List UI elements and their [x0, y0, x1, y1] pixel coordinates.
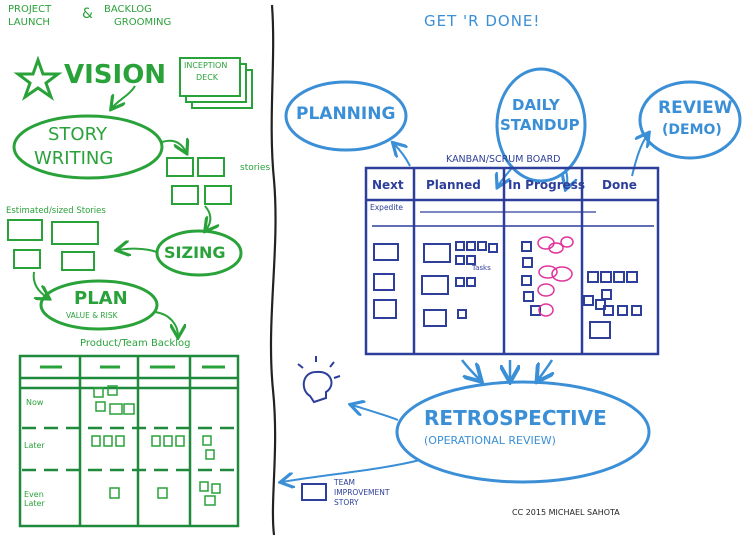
sizing-label: SIZING: [164, 243, 226, 262]
standup-line-2: STANDUP: [500, 116, 580, 134]
credit-text: CC 2015 MICHAEL SAHOTA: [512, 508, 620, 517]
row-even-later: Even Later: [24, 490, 45, 508]
planning-label: PLANNING: [296, 104, 396, 124]
kanban-cards: [373, 241, 642, 339]
arrow-board-to-review: [631, 134, 648, 177]
backlog-title: Product/Team Backlog: [80, 338, 191, 349]
estimated-label: Estimated/sized Stories: [6, 206, 106, 216]
header2-line-2: GROOMING: [114, 17, 172, 28]
stories-label: stories: [240, 163, 271, 173]
plan-label: PLAN: [74, 288, 128, 309]
row-later: Later: [24, 441, 45, 450]
planning-bubble: [284, 80, 408, 152]
story-line-1: STORY: [48, 124, 107, 145]
arrow-stories-to-sizing: [205, 205, 210, 230]
review-line-2: (DEMO): [662, 122, 722, 138]
column-planned: Planned: [426, 178, 481, 192]
panel-divider: [269, 4, 277, 536]
review-bubble: [638, 80, 742, 160]
board-title: KANBAN/SCRUM BOARD: [446, 154, 561, 165]
vision-label: VISION: [64, 60, 167, 90]
header-line-2: LAUNCH: [8, 17, 50, 28]
arrow-board-to-retro-3: [538, 359, 552, 380]
star-icon: [13, 55, 63, 101]
standup-bubble: [495, 67, 587, 183]
expedite-label: Expedite: [370, 203, 403, 212]
arrow-standup-right: [565, 167, 567, 188]
inception-deck-cards: [179, 57, 253, 109]
tasks-label: Tasks: [472, 264, 491, 272]
plan-bubble: [39, 279, 159, 331]
header2-line-1: BACKLOG: [104, 4, 152, 15]
inception-line-2: DECK: [196, 73, 219, 82]
kanban-board: [364, 166, 660, 356]
team-story-card: [301, 483, 327, 501]
retro-sub-label: (OPERATIONAL REVIEW): [424, 434, 556, 447]
arrow-retro-to-team: [282, 459, 421, 482]
plan-sub-label: VALUE & RISK: [66, 311, 118, 320]
arrow-board-to-planning: [394, 144, 411, 167]
sizing-bubble: [155, 229, 243, 277]
column-next: Next: [372, 178, 404, 192]
retro-label: RETROSPECTIVE: [424, 406, 607, 430]
team-line-2: IMPROVEMENT: [334, 488, 390, 497]
arrow-board-to-retro-1: [461, 359, 480, 380]
team-line-1: TEAM: [334, 478, 355, 487]
team-line-3: STORY: [334, 498, 359, 507]
arrow-estimated-to-plan: [32, 271, 48, 298]
row-now: Now: [26, 398, 44, 407]
story-line-2: WRITING: [34, 148, 114, 169]
arrow-retro-to-idea: [352, 405, 399, 421]
review-line-1: REVIEW: [658, 98, 733, 118]
header-line-1: PROJECT: [8, 4, 52, 15]
arrow-sizing-to-estimated: [118, 249, 158, 252]
backlog-grid: [18, 354, 240, 528]
retro-bubble: [395, 380, 651, 484]
column-in-progress: In Progress: [508, 178, 586, 192]
ampersand: &: [82, 6, 93, 22]
arrow-vision-to-story: [112, 85, 136, 108]
estimated-cards: [7, 219, 99, 271]
backlog-cards: [91, 385, 221, 506]
lightbulb-icon: [297, 356, 341, 404]
right-title: GET 'R DONE!: [424, 12, 541, 30]
inception-line-1: INCEPTION: [184, 61, 228, 70]
stories-cards: [166, 157, 232, 205]
standup-line-1: DAILY: [512, 96, 560, 114]
column-done: Done: [602, 178, 637, 192]
story-writing-bubble: [12, 114, 164, 180]
arrow-story-to-stories: [161, 141, 186, 152]
arrow-plan-to-backlog: [154, 311, 178, 336]
in-progress-stickies: [537, 236, 574, 317]
